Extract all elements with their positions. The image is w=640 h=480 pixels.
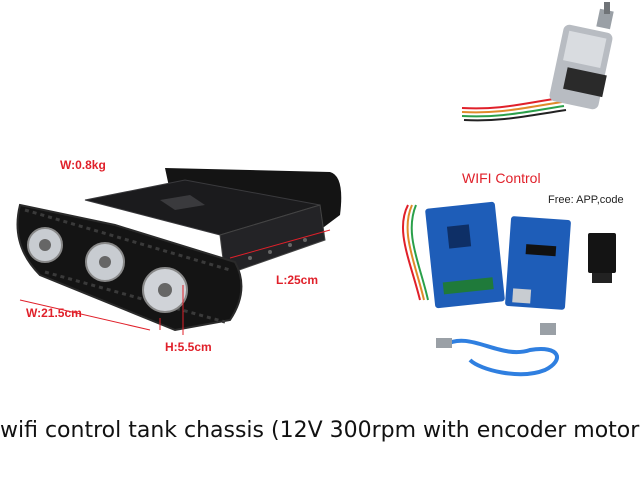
- length-label: L:25cm: [276, 273, 319, 287]
- control-boards: [401, 201, 616, 377]
- height-label: H:5.5cm: [165, 340, 212, 354]
- wifi-control-title: WIFI Control: [462, 170, 541, 186]
- encoder-motor: [461, 2, 614, 122]
- weight-label: W:0.8kg: [60, 158, 106, 172]
- free-note: Free: APP,code: [548, 194, 624, 206]
- width-label: W:21.5cm: [26, 306, 82, 320]
- tank-chassis: [16, 168, 342, 332]
- product-caption: wifi control tank chassis (12V 300rpm wi…: [0, 418, 640, 443]
- dimension-lines: [19, 229, 331, 335]
